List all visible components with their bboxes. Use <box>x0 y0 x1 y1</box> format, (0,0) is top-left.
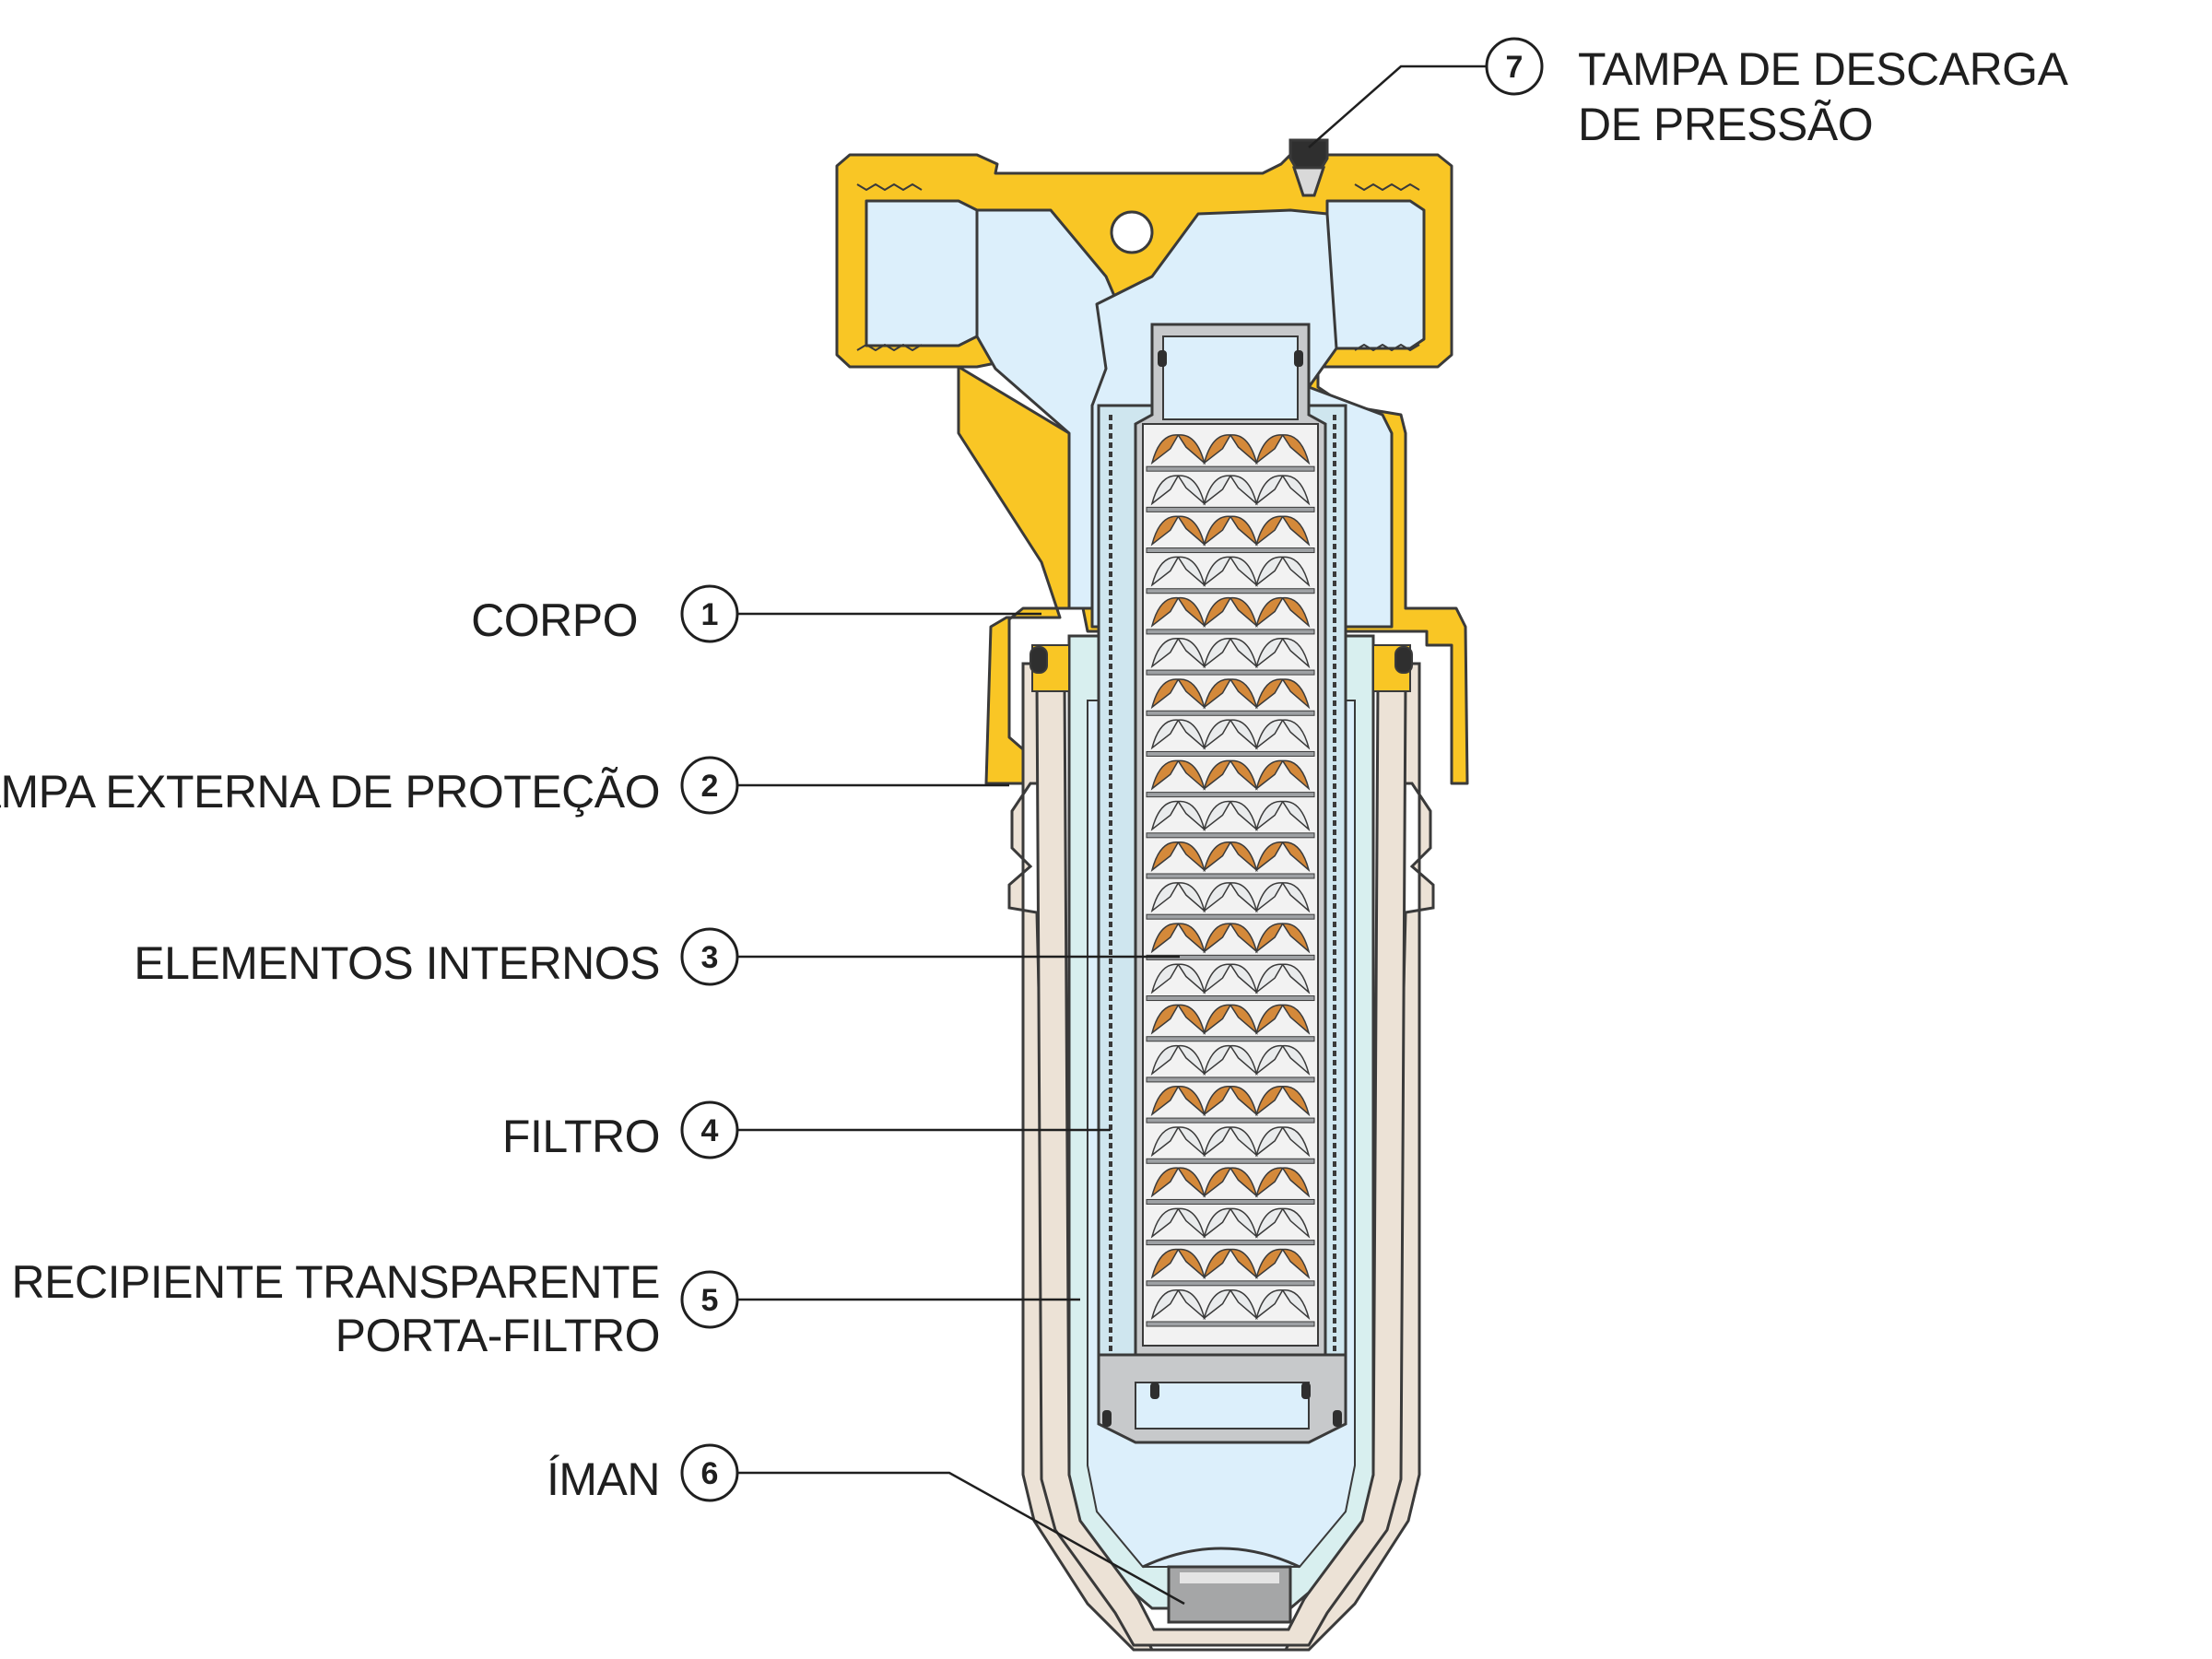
callout-6-number: 6 <box>701 1456 719 1491</box>
callout-5-number: 5 <box>701 1283 719 1318</box>
callout-6: 6 ÍMAN <box>547 1443 739 1505</box>
element-disc <box>1146 434 1315 472</box>
callout-4-number: 4 <box>701 1113 719 1148</box>
element-disc <box>1146 1126 1315 1164</box>
cartridge-o-rings <box>1102 350 1342 1427</box>
outlet-bore <box>1325 199 1426 350</box>
label-corpo: CORPO <box>471 594 638 646</box>
callout-3-number: 3 <box>701 940 719 975</box>
element-disc <box>1146 1086 1315 1124</box>
leader-7 <box>1308 65 1486 148</box>
element-disc <box>1146 475 1315 512</box>
label-recipiente: RECIPIENTE TRANSPARENTE <box>12 1256 660 1308</box>
element-disc <box>1146 800 1315 839</box>
thread-marks <box>856 183 1420 351</box>
callout-7-number: 7 <box>1506 50 1524 85</box>
element-disc <box>1146 1207 1315 1246</box>
internal-elements <box>1146 434 1315 1327</box>
element-disc <box>1146 963 1315 1002</box>
bowl-bottom <box>1142 1547 1300 1569</box>
bowl-o-rings <box>1030 646 1413 674</box>
callout-7: 7 TAMPA DE DESCARGA DE PRESSÃO <box>1485 37 2069 150</box>
element-disc <box>1146 678 1315 716</box>
element-disc <box>1146 1167 1315 1205</box>
label-iman: ÍMAN <box>547 1453 660 1505</box>
label-de-pressao: DE PRESSÃO <box>1578 99 1873 150</box>
mount-hole <box>1110 210 1154 254</box>
element-disc <box>1146 515 1315 554</box>
element-disc <box>1146 1248 1315 1287</box>
label-elementos-internos: ELEMENTOS INTERNOS <box>134 937 660 989</box>
element-disc <box>1146 719 1315 757</box>
leader-6 <box>737 1471 1185 1606</box>
label-porta-filtro: PORTA-FILTRO <box>335 1310 660 1361</box>
pressure-vent-cap <box>1288 138 1329 197</box>
element-disc <box>1146 556 1315 594</box>
cartridge <box>1097 323 1347 1444</box>
leader-lines <box>737 65 1486 1606</box>
element-disc <box>1146 923 1315 960</box>
element-disc <box>1146 759 1315 798</box>
callout-3: 3 ELEMENTOS INTERNOS <box>134 927 739 989</box>
label-filtro: FILTRO <box>502 1111 660 1162</box>
callout-5: 5 RECIPIENTE TRANSPARENTE PORTA-FILTRO <box>12 1256 739 1361</box>
magnet <box>1167 1565 1292 1624</box>
label-tampa-externa: taMPA EXTERNA DE PROTEÇÃO <box>0 766 660 818</box>
callout-2-number: 2 <box>701 769 719 804</box>
element-disc <box>1146 1044 1315 1083</box>
callout-4: 4 FILTRO <box>502 1100 739 1162</box>
callout-2: 2 taMPA EXTERNA DE PROTEÇÃO <box>0 756 739 818</box>
element-disc <box>1146 596 1315 635</box>
callout-1: 1 CORPO <box>471 584 739 646</box>
element-disc <box>1146 1004 1315 1042</box>
element-disc <box>1146 638 1315 676</box>
element-disc <box>1146 1289 1315 1327</box>
element-disc <box>1146 841 1315 879</box>
element-disc <box>1146 882 1315 920</box>
label-tampa-descarga: TAMPA DE DESCARGA <box>1578 43 2069 95</box>
callout-1-number: 1 <box>701 597 719 632</box>
